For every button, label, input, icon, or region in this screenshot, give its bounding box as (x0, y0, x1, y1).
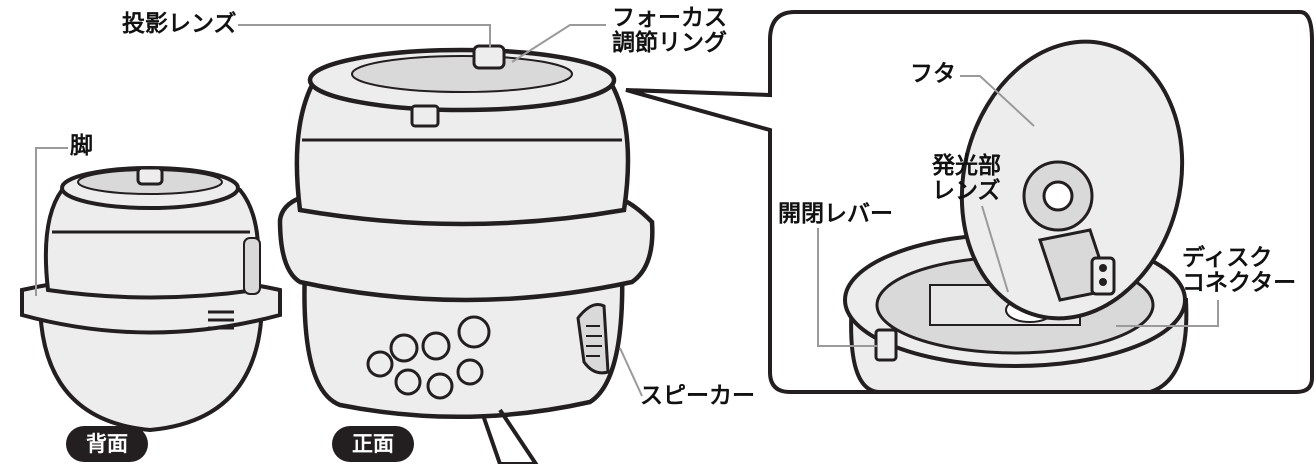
leader-focus-ring (511, 24, 606, 63)
leader-light-lens (981, 205, 1009, 293)
leader-lines (35, 24, 1219, 397)
label-light-lens: 発光部 レンズ (932, 154, 1001, 204)
leader-open-lever (817, 228, 878, 347)
leader-disc-connector (1116, 300, 1219, 327)
label-focus-ring-line-1: フォーカス (612, 5, 727, 31)
back-view-unit (20, 166, 282, 433)
label-disc-connector-line-1: ディスク (1182, 245, 1273, 271)
leader-lid (960, 75, 1035, 127)
tag-back-view: 背面 (66, 426, 148, 462)
button-pointer (482, 408, 540, 466)
label-projection-lens: 投影レンズ (122, 11, 237, 37)
label-disc-connector: ディスク コネクター (1182, 246, 1296, 296)
label-lid: フタ (910, 61, 956, 87)
label-light-lens-line-1: 発光部 (932, 153, 1001, 179)
leader-projection-lens (238, 24, 491, 48)
label-speaker: スピーカー (640, 383, 755, 409)
leader-leg (35, 147, 68, 296)
label-disc-connector-line-2: コネクター (1182, 270, 1297, 296)
label-focus-ring-line-2: 調節リング (612, 30, 727, 56)
label-open-lever: 開閉レバー (778, 201, 893, 227)
label-light-lens-line-2: レンズ (932, 178, 1001, 204)
label-leg: 脚 (70, 133, 93, 159)
tag-front-view: 正面 (332, 426, 414, 462)
front-view-unit (277, 44, 655, 419)
label-focus-ring: フォーカス 調節リング (612, 6, 727, 56)
leader-speaker (619, 347, 643, 397)
